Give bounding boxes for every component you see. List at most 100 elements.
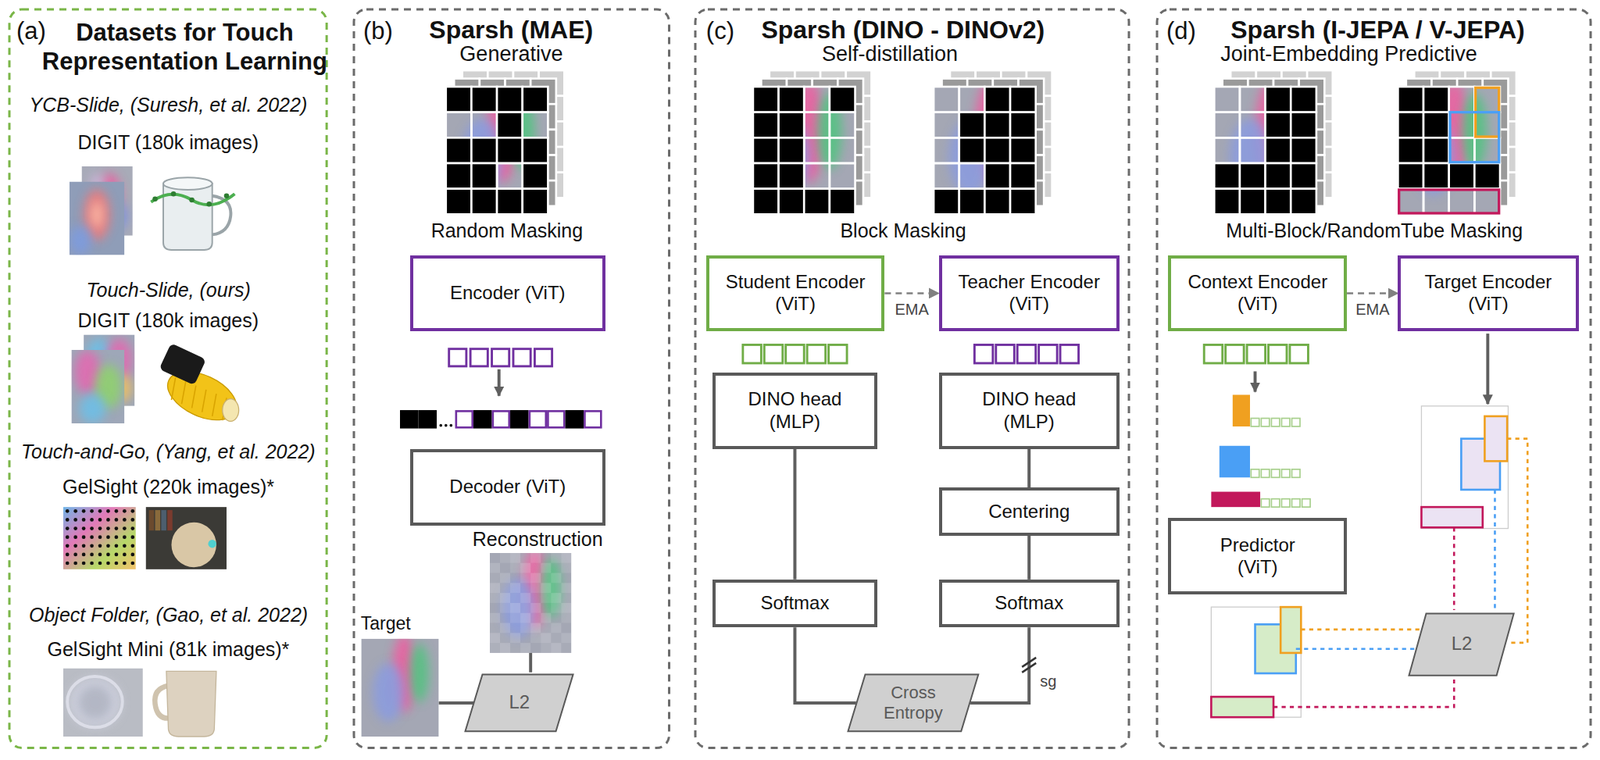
- illustration-part: [530, 623, 541, 634]
- illustration-part: [520, 573, 531, 584]
- illustration-part: [98, 553, 103, 558]
- illustration-part: [513, 349, 531, 367]
- tactile-image: [69, 181, 125, 255]
- dataset-name: Touch-Slide, (ours): [86, 279, 251, 302]
- illustration-part: [1474, 163, 1500, 190]
- gelsight-marker-image: [63, 507, 136, 570]
- illustration-part: [98, 543, 103, 548]
- illustration-part: [471, 137, 497, 164]
- feature-link: [1507, 439, 1528, 643]
- tactile-image: [63, 668, 143, 738]
- illustration-part: [1449, 163, 1475, 190]
- illustration-part: [474, 410, 491, 428]
- illustration-part: [146, 507, 227, 570]
- illustration-part: [1265, 189, 1292, 215]
- illustration-part: [160, 510, 167, 531]
- illustration-part: [510, 553, 521, 564]
- illustration-part: [130, 509, 135, 514]
- illustration-part: [984, 112, 1011, 139]
- illustration-part: [1484, 416, 1508, 461]
- centering-box: Centering: [939, 487, 1120, 536]
- illustration-part: [77, 685, 113, 722]
- illustration-part: [73, 543, 78, 548]
- ema-arrow: [1346, 292, 1398, 295]
- illustration-part: [1271, 469, 1279, 478]
- illustration-part: [202, 389, 207, 413]
- illustration-part: [807, 344, 826, 364]
- illustration-part: [534, 349, 552, 367]
- illustration-part: [540, 632, 551, 643]
- illustration-part: [753, 86, 779, 113]
- illustration-part: [933, 189, 960, 215]
- feature-link: [1296, 647, 1416, 650]
- illustration-part: [122, 561, 127, 566]
- illustration-part: [522, 163, 549, 190]
- student-encoder-box: Student Encoder (ViT): [706, 255, 886, 333]
- edge-label: EMA: [895, 300, 929, 318]
- panel-subtitle: Generative: [459, 41, 563, 67]
- dataset-name: Touch-and-Go, (Yang, et al. 2022): [21, 441, 316, 464]
- illustration-part: [63, 507, 136, 570]
- illustration-part: [500, 582, 511, 593]
- illustration-part: [1239, 86, 1266, 113]
- illustration-part: [1271, 418, 1279, 427]
- illustration-part: [1214, 112, 1240, 139]
- box-label: Student Encoder (ViT): [721, 271, 870, 317]
- panel-subtitle: Self-distillation: [821, 41, 958, 67]
- illustration-part: [1290, 86, 1317, 113]
- tactile-image: [1214, 86, 1317, 215]
- illustration-part: [550, 623, 561, 634]
- box-label: Decoder (ViT): [449, 475, 566, 499]
- illustration-part: [803, 112, 830, 139]
- illustration-part: [106, 526, 111, 531]
- illustration-part: [82, 517, 86, 522]
- illustration-part: [73, 535, 78, 540]
- illustration-part: [419, 410, 436, 428]
- illustration-part: [540, 563, 551, 574]
- illustration-part: [471, 112, 497, 139]
- illustration-part: [1281, 418, 1290, 427]
- latent-tokens: [449, 349, 553, 367]
- box-label: DINO head (MLP): [966, 388, 1092, 434]
- illustration-part: [530, 632, 541, 643]
- illustration-part: [224, 193, 230, 200]
- illustration-part: [489, 592, 500, 604]
- illustration-part: [829, 163, 856, 190]
- sensor-count: GelSight (220k images)*: [62, 476, 275, 499]
- loss-parallelogram: L2: [1407, 612, 1515, 677]
- projection-head-box: DINO head (MLP): [939, 372, 1120, 450]
- illustration-part: [1290, 112, 1317, 139]
- illustration-part: [1265, 112, 1292, 139]
- box-label: Context Encoder (ViT): [1183, 271, 1333, 317]
- illustration-part: [489, 623, 500, 634]
- teacher-encoder-box: Teacher Encoder (ViT): [939, 255, 1120, 333]
- illustration-part: [522, 86, 549, 113]
- illustration-part: [130, 543, 135, 548]
- illustration-part: [489, 563, 500, 574]
- illustration-part: [192, 385, 197, 409]
- illustration-part: [446, 112, 472, 139]
- illustration-part: [1039, 344, 1058, 364]
- box-label: Softmax: [994, 592, 1064, 615]
- illustration-part: [510, 410, 528, 428]
- panel-title: Sparsh (MAE): [428, 14, 593, 45]
- illustration-part: [489, 582, 500, 593]
- illustration-part: [550, 573, 561, 584]
- illustration-part: [1421, 507, 1483, 528]
- illustration-part: [1268, 344, 1288, 364]
- illustration-part: [98, 561, 103, 566]
- illustration-part: [1210, 607, 1301, 718]
- illustration-part: [65, 535, 70, 540]
- illustration-part: [520, 642, 531, 654]
- edge-label: EMA: [1355, 300, 1390, 318]
- illustration-part: [1474, 112, 1500, 139]
- parallelogram-outline: [848, 675, 979, 733]
- panel-letter: (c): [706, 16, 735, 46]
- corn-object: [159, 342, 245, 430]
- illustration-part: [89, 543, 94, 548]
- illustration-part: [778, 137, 805, 164]
- illustration-part: [520, 592, 531, 604]
- illustration-part: [1290, 137, 1317, 164]
- illustration-part: [496, 137, 523, 164]
- illustration-part: [1260, 418, 1269, 427]
